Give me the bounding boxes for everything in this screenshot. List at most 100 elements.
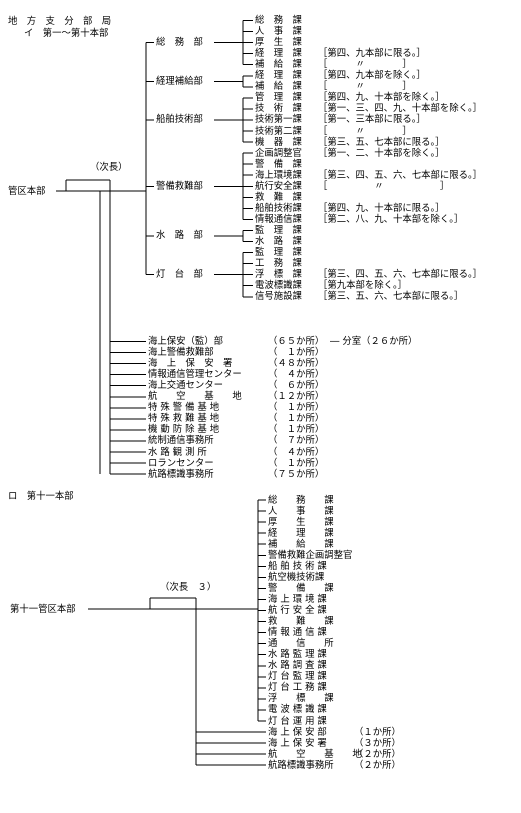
field-office-label: 機 動 防 除 基 地 [148,424,220,436]
part-b-field-office-label: 航 空 基 地 [268,748,362,760]
field-office-label: 水 路 観 測 所 [148,446,207,458]
unit-note: ［ 〃 ］ [318,125,412,137]
chart-heading: 地 方 支 分 部 局 [8,16,112,27]
unit-label: 情報通信課 [255,213,302,225]
unit-label: 監 理 課 [255,224,302,236]
field-office-label: 特 殊 警 備 基 地 [148,402,220,414]
field-office-count: （ １か所） [268,347,325,359]
part-b-unit-label: 航空機技術課 [268,571,325,583]
department-label: 総 務 部 [156,37,203,49]
unit-note: ［第三、四、五、六、七本部に限る。］ [318,169,483,181]
field-office-count: （７５か所） [268,468,325,480]
unit-note: ［第四、九、十本部に限る。］ [318,202,445,214]
field-office-count: （６５か所） [268,336,325,347]
field-office-count: （４８か所） [268,358,325,370]
unit-note: ［第三、五、六、七本部に限る。］ [318,291,464,303]
unit-label: 海上環境課 [255,169,302,181]
field-office-extra: ― 分室（２６か所） [330,336,418,347]
field-office-count: （ ４か所） [268,446,325,458]
unit-label: 救 難 課 [255,191,302,203]
unit-label: 技術第一課 [255,114,302,126]
part-b-unit-label: 警備救難企画調整官 [268,549,353,561]
unit-label: 厚 生 課 [255,37,302,49]
department-label: 警備救難部 [156,180,203,192]
part-b-unit-label: 厚 生 課 [268,516,334,528]
part-b-field-office-label: 海 上 保 安 署 [268,737,327,749]
part-b-unit-label: 灯 台 工 務 課 [268,682,327,694]
part-b-unit-label: 経 理 課 [268,527,334,539]
unit-label: 補 給 課 [255,59,302,71]
unit-note: ［ 〃 ］ [318,180,450,192]
part-a-heading: イ 第一〜第十本部 [24,28,109,39]
part-b-unit-label: 船 舶 技 術 課 [268,560,327,572]
part-b-unit-label: 水 路 監 理 課 [268,649,327,661]
part-b-unit-label: 水 路 調 査 課 [268,660,327,672]
unit-note: ［ 〃 ］ [318,81,412,93]
field-office-count: （ ６か所） [268,380,325,392]
unit-note: ［第四、九本部に限る。］ [318,48,426,60]
part-b-unit-label: 海 上 環 境 課 [268,593,327,605]
unit-note: ［第三、四、五、六、七本部に限る。］ [318,269,483,281]
department-label: 灯 台 部 [156,269,203,281]
part-b-unit-label: 救 難 課 [268,616,334,628]
unit-label: 総 務 課 [255,15,302,26]
part-b-root: 第十一管区本部 [10,603,76,615]
field-office-label: 統制通信事務所 [148,435,214,447]
unit-label: 警 備 課 [255,158,302,170]
unit-label: 経 理 課 [255,70,302,82]
unit-note: ［第四、九本部を除く。］ [318,70,426,82]
part-b-unit-label: 航 行 安 全 課 [268,605,327,616]
part-b-field-office-label: 航路標識事務所 [268,759,334,771]
unit-label: 経 理 課 [255,48,302,60]
part-b-field-office-count: （１か所） [354,726,401,738]
field-office-count: （ １か所） [268,413,325,425]
part-b-unit-label: 通 信 所 [268,638,334,650]
field-office-count: （ １か所） [268,457,325,469]
field-office-label: 海上保安（監）部 [148,336,224,347]
unit-label: 企画調整官 [255,147,302,159]
unit-label: 信号施設課 [255,291,302,303]
field-office-label: 航路標識事務所 [148,468,214,480]
unit-note: ［第三、五、七本部に限る。］ [318,136,445,148]
department-label: 船舶技術部 [156,114,203,126]
part-a-root: 管区本部 [8,185,46,197]
part-b-unit-label: 浮 標 課 [268,693,334,705]
unit-label: 技 術 課 [255,103,302,115]
part-b-field-office-count: （２か所） [354,759,401,771]
field-office-label: 海上警備救難部 [148,347,214,359]
field-office-label: 海 上 保 安 署 [148,358,233,370]
unit-note: ［第一、二、十本部を除く。］ [318,147,445,159]
unit-label: 電波標識課 [255,280,302,292]
part-b-deputy: （次長 ３） [160,581,217,593]
part-b-field-office-count: （２か所） [354,748,401,760]
field-office-count: （ １か所） [268,402,325,414]
unit-note: ［第一、三、四、九、十本部を除く。］ [318,103,483,115]
field-office-label: ロランセンター [148,457,214,469]
part-b-unit-label: 補 給 課 [268,538,334,550]
part-b-field-office-label: 海 上 保 安 部 [268,726,327,738]
unit-note: ［第九本部を除く。］ [318,280,408,292]
unit-label: 浮 標 課 [255,269,302,281]
part-b-unit-label: 総 務 課 [268,494,334,506]
part-b-unit-label: 人 事 課 [268,505,334,517]
department-label: 水 路 部 [156,230,203,242]
field-office-label: 特 殊 救 難 基 地 [148,413,220,425]
part-b-unit-label: 灯 台 監 理 課 [268,671,327,683]
unit-label: 工 務 課 [255,258,302,270]
field-office-count: （１２か所） [268,391,325,403]
field-office-count: （ ７か所） [268,435,325,447]
field-office-label: 航 空 基 地 [148,391,242,403]
unit-note: ［第四、九、十本部を除く。］ [318,92,445,104]
part-b-field-office-count: （３か所） [354,737,401,749]
unit-label: 水 路 課 [255,236,302,247]
part-b-unit-label: 灯 台 運 用 課 [268,715,327,727]
unit-label: 補 給 課 [255,81,302,93]
unit-label: 管 理 課 [255,92,302,104]
part-b-unit-label: 警 備 課 [268,582,334,594]
field-office-label: 情報通信管理センター [148,369,242,381]
part-a-deputy: （次長） [90,161,128,173]
field-office-count: （ ４か所） [268,369,325,381]
unit-label: 監 理 課 [255,247,302,259]
